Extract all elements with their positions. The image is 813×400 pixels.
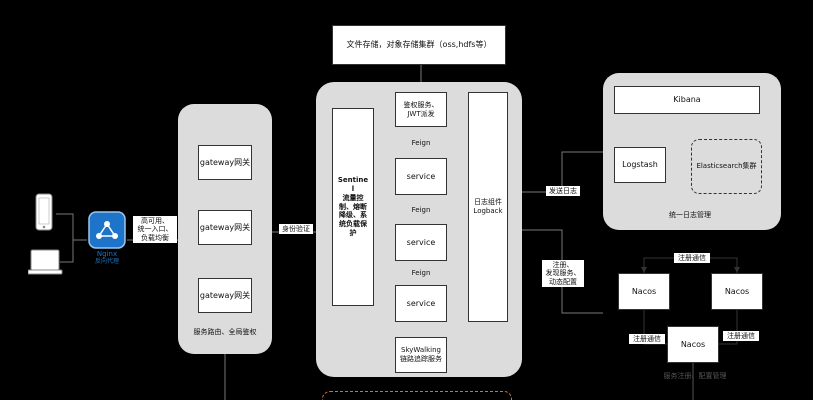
log-component-box: 日志组件 Logback [468, 92, 508, 322]
elasticsearch-box: Elasticsearch集群 [691, 139, 762, 194]
nginx-title: Nginx [96, 250, 118, 258]
auth-service-box: 鉴权服务、 JWT派发 [395, 92, 447, 127]
nacos-caption: 服务注册、配置管理 [663, 372, 727, 380]
skywalking-box: SkyWalking 链路追踪服务 [395, 337, 447, 373]
service-box-2: service [395, 224, 447, 261]
feign-label-3: Feign [405, 269, 437, 278]
nginx-node: Nginx 反向代理 [87, 210, 127, 270]
nacos-sync-tag-right: 注册通信 [723, 331, 759, 342]
nginx-icon [88, 211, 126, 249]
nacos-node-2: Nacos [711, 273, 763, 310]
feign-label-1: Feign [405, 139, 437, 148]
ha-tag: 高可用、 统一入口、 负载均衡 [133, 216, 177, 244]
register-tag: 注册、 发现服务、 动态配置 [542, 260, 584, 288]
service-box-1: service [395, 158, 447, 195]
feign-label-2: Feign [405, 206, 437, 215]
storage-box: 文件存储，对象存储集群（oss,hdfs等） [332, 25, 506, 65]
gateway-node-3: gateway网关 [198, 278, 252, 313]
nacos-sync-tag-top: 注册通信 [674, 253, 710, 264]
sentinel-box: Sentine l 流量控 制、熔断 降级、系 统负载保 护 [332, 108, 374, 306]
kibana-box: Kibana [614, 86, 760, 114]
log-send-tag: 发送日志 [546, 186, 580, 197]
link-log-to-logging [522, 151, 603, 193]
bottom-dashed-group [322, 391, 512, 400]
gateway-caption: 服务路由、全局鉴权 [193, 328, 257, 336]
nginx-subtitle: 反向代理 [94, 258, 119, 265]
link-nacos-right [719, 310, 738, 345]
gateway-node-1: gateway网关 [198, 145, 252, 180]
nacos-sync-tag-left: 注册通信 [629, 334, 665, 345]
phone-icon [35, 193, 53, 231]
nacos-node-1: Nacos [618, 273, 670, 310]
link-phone-nginx [56, 213, 87, 241]
logging-caption: 统一日志管理 [669, 211, 711, 219]
auth-tag: 身份验证 [279, 224, 313, 235]
client-devices [28, 193, 63, 275]
gateway-node-2: gateway网关 [198, 210, 252, 245]
logstash-box: Logstash [614, 147, 666, 183]
link-laptop-nginx [60, 240, 74, 263]
laptop-icon [28, 249, 63, 275]
nacos-node-3: Nacos [667, 326, 719, 363]
service-box-3: service [395, 285, 447, 322]
